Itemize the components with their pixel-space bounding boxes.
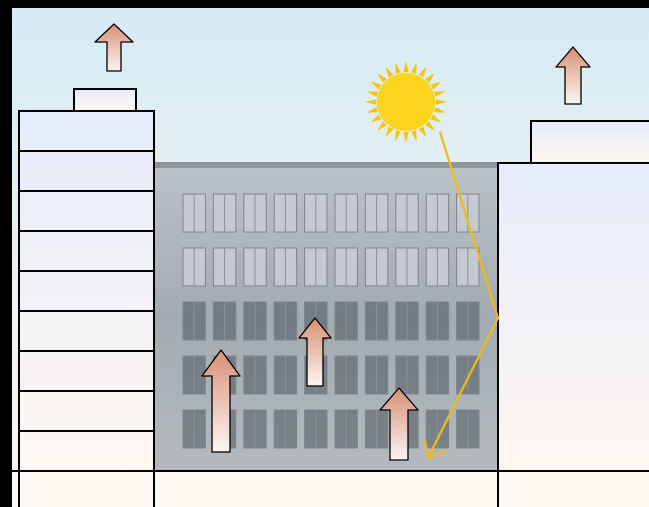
facade-window [182, 409, 206, 449]
facade-window [304, 247, 328, 287]
up-arrow-icon [94, 23, 134, 72]
sun-ray [395, 62, 401, 74]
sun-ray [403, 131, 409, 143]
facade-window [364, 247, 389, 287]
central-building-facade [154, 162, 498, 472]
sun-ray [370, 114, 382, 123]
sun-ray [385, 126, 394, 138]
sun-ray [377, 121, 387, 131]
facade-window [212, 301, 237, 341]
facade-window [395, 247, 419, 287]
facade-window [395, 193, 419, 233]
facade-window [243, 247, 267, 287]
facade-window [456, 301, 480, 341]
facade-window [425, 355, 450, 395]
facade-window [243, 193, 267, 233]
facade-window [182, 355, 206, 395]
facade-window [273, 247, 298, 287]
sun-ray [425, 73, 435, 83]
sun-disc [377, 73, 435, 131]
sun-ray [434, 107, 446, 113]
facade-window [273, 193, 298, 233]
sun-ray [377, 73, 387, 83]
sun-ray [418, 66, 427, 78]
sun-ray [435, 99, 447, 105]
left-building-body [18, 110, 155, 472]
sun-ray [411, 62, 417, 74]
facade-window [425, 193, 450, 233]
up-arrow-icon [201, 349, 241, 453]
sun-ray [395, 130, 401, 142]
facade-window [364, 301, 389, 341]
sun-ray [370, 81, 382, 90]
sun-ray [403, 61, 409, 73]
sun-ray [418, 126, 427, 138]
left-building-floor-lines [19, 150, 154, 432]
facade-window [334, 301, 358, 341]
right-building-rooftop-unit [530, 120, 649, 164]
facade-window [364, 193, 389, 233]
sun-ray [366, 91, 378, 97]
right-building [497, 120, 649, 472]
facade-window [243, 409, 267, 449]
sun-ray [411, 130, 417, 142]
sun-ray [425, 121, 435, 131]
up-arrow-icon [379, 387, 419, 461]
up-arrow-icon [298, 317, 332, 387]
ground-level [12, 470, 649, 507]
left-building [18, 88, 155, 472]
reflected-ray-line [427, 131, 500, 459]
up-arrow-icon [555, 46, 591, 105]
sun-ray-arrow-icon [423, 131, 500, 460]
facade-window [304, 409, 328, 449]
sun-icon [365, 61, 447, 143]
facade-window [212, 193, 237, 233]
facade-window [334, 193, 358, 233]
facade-window [273, 355, 298, 395]
facade-window [395, 301, 419, 341]
facade-window [243, 355, 267, 395]
facade-window [456, 409, 480, 449]
facade-window [182, 193, 206, 233]
facade-window [364, 355, 389, 395]
facade-window [456, 247, 480, 287]
ground-band [12, 470, 649, 507]
facade-window [425, 301, 450, 341]
facade-window [425, 409, 450, 449]
facade-window [212, 247, 237, 287]
reflected-ray-head [423, 439, 446, 460]
sun-ray [430, 114, 442, 123]
facade-roof-edge [154, 162, 498, 168]
heat-arrows [94, 23, 591, 461]
facade-window [304, 193, 328, 233]
facade-window [182, 247, 206, 287]
sun-ray [385, 66, 394, 78]
sun-ray [365, 99, 377, 105]
right-building-body [497, 162, 649, 472]
facade-window [273, 409, 298, 449]
sun-ray [434, 91, 446, 97]
facade-window [364, 409, 389, 449]
facade-window [182, 301, 206, 341]
facade-window [334, 355, 358, 395]
facade-window [395, 355, 419, 395]
facade-window [334, 247, 358, 287]
facade-window [273, 301, 298, 341]
sun-rays [365, 61, 447, 143]
facade-window [334, 409, 358, 449]
facade-window [243, 301, 267, 341]
facade-window [425, 247, 450, 287]
sun-ray [430, 81, 442, 90]
sun-ray [366, 107, 378, 113]
left-building-rooftop-unit [73, 88, 137, 112]
